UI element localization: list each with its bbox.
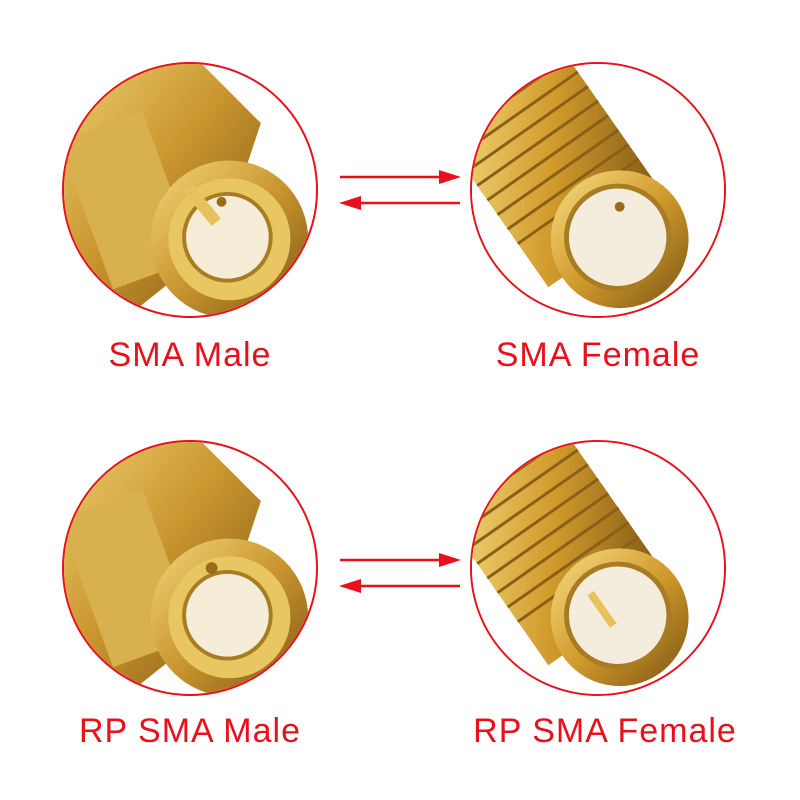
- double-arrow-icon: [335, 165, 465, 215]
- sma-male-connector-illustration: [64, 64, 309, 316]
- rp-sma-female-label: RP SMA Female: [473, 712, 737, 750]
- rp-sma-male-photo: [62, 440, 318, 696]
- sma-female-label: SMA Female: [495, 336, 701, 374]
- double-arrow-icon: [335, 548, 465, 598]
- rp-sma-female-photo: [470, 440, 726, 696]
- sma-male-photo: [62, 62, 318, 318]
- rp-sma-male-label: RP SMA Male: [78, 712, 301, 750]
- rp-sma-male-connector-illustration: [64, 442, 309, 694]
- sma-female-connector-illustration: [472, 64, 724, 316]
- rp-sma-female-connector-illustration: [472, 442, 724, 694]
- sma-male-label: SMA Male: [108, 336, 272, 374]
- sma-female-photo: [470, 62, 726, 318]
